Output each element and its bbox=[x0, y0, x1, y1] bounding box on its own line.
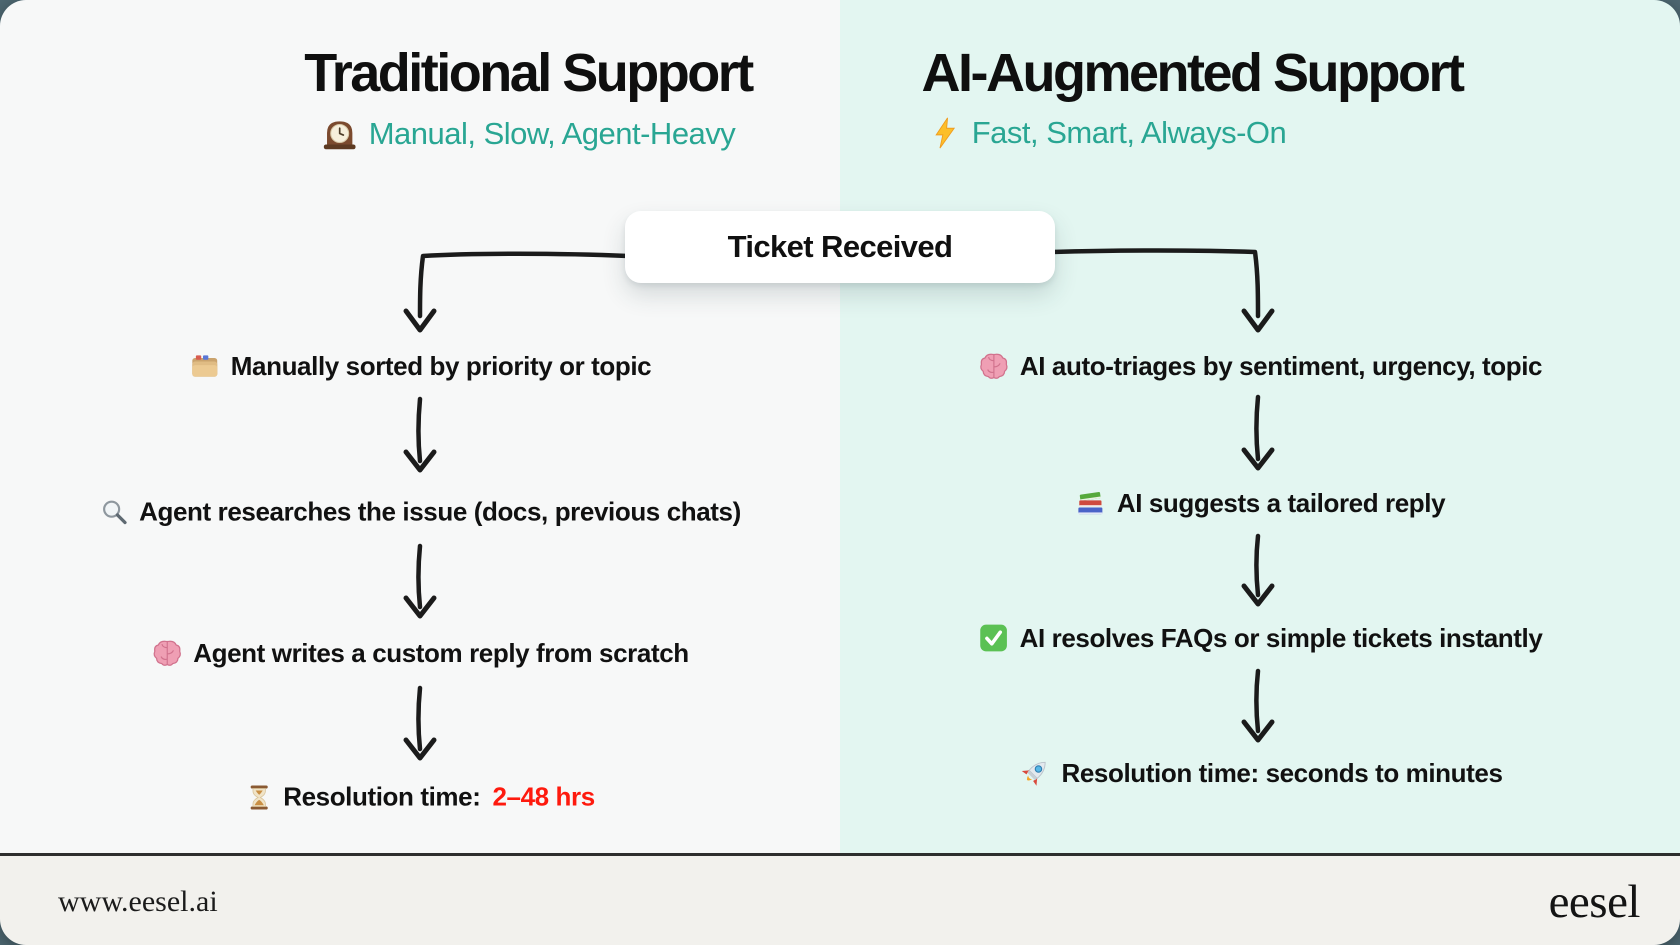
step-label: AI suggests a tailored reply bbox=[1116, 487, 1446, 518]
hourglass-icon bbox=[245, 782, 273, 812]
step-resolution-ai: Resolution time: seconds to minutes bbox=[1017, 756, 1503, 790]
step-ai-triage: AI auto-triages by sentiment, urgency, t… bbox=[978, 350, 1543, 382]
magnifying-glass-icon bbox=[99, 497, 129, 527]
step-label: Manually sorted by priority or topic bbox=[230, 350, 652, 381]
check-mark-icon bbox=[978, 622, 1010, 654]
step-resolution-traditional: Resolution time: 2–48 hrs bbox=[245, 782, 595, 813]
ticket-received-label: Ticket Received bbox=[727, 229, 953, 264]
rocket-icon bbox=[1017, 756, 1051, 790]
card-index-dividers-icon bbox=[189, 350, 221, 382]
step-label: Resolution time: seconds to minutes bbox=[1061, 757, 1503, 788]
step-label: AI auto-triages by sentiment, urgency, t… bbox=[1019, 350, 1543, 381]
step-manual-sort: Manually sorted by priority or topic bbox=[189, 350, 652, 382]
step-label: Agent researches the issue (docs, previo… bbox=[139, 496, 741, 527]
left-column-subtitle: Manual, Slow, Agent-Heavy bbox=[321, 115, 736, 153]
brain-icon bbox=[978, 350, 1010, 382]
right-subtitle-label: Fast, Smart, Always-On bbox=[971, 115, 1287, 150]
step-agent-research: Agent researches the issue (docs, previo… bbox=[99, 497, 741, 528]
brain-icon bbox=[151, 637, 183, 669]
resolution-time-value: 2–48 hrs bbox=[492, 781, 595, 812]
right-column-title: AI-Augmented Support bbox=[921, 43, 1465, 103]
step-label: Agent writes a custom reply from scratch bbox=[193, 637, 689, 668]
step-label: Resolution time: bbox=[283, 781, 481, 812]
right-column-subtitle: Fast, Smart, Always-On bbox=[928, 115, 1287, 151]
step-ai-suggest: AI suggests a tailored reply bbox=[1075, 487, 1446, 519]
footer-bar: www.eesel.ai eesel bbox=[0, 853, 1680, 945]
step-custom-reply: Agent writes a custom reply from scratch bbox=[151, 637, 689, 669]
step-ai-resolve: AI resolves FAQs or simple tickets insta… bbox=[978, 622, 1543, 654]
step-label: AI resolves FAQs or simple tickets insta… bbox=[1019, 622, 1543, 653]
eesel-logo: eesel bbox=[1548, 876, 1641, 928]
left-column-title: Traditional Support bbox=[304, 43, 754, 103]
website-url: www.eesel.ai bbox=[58, 885, 218, 918]
ticket-received-node: Ticket Received bbox=[625, 211, 1055, 283]
left-subtitle-label: Manual, Slow, Agent-Heavy bbox=[368, 116, 736, 151]
books-icon bbox=[1075, 487, 1107, 519]
lightning-bolt-icon bbox=[928, 116, 962, 150]
mantel-clock-icon bbox=[321, 115, 359, 153]
